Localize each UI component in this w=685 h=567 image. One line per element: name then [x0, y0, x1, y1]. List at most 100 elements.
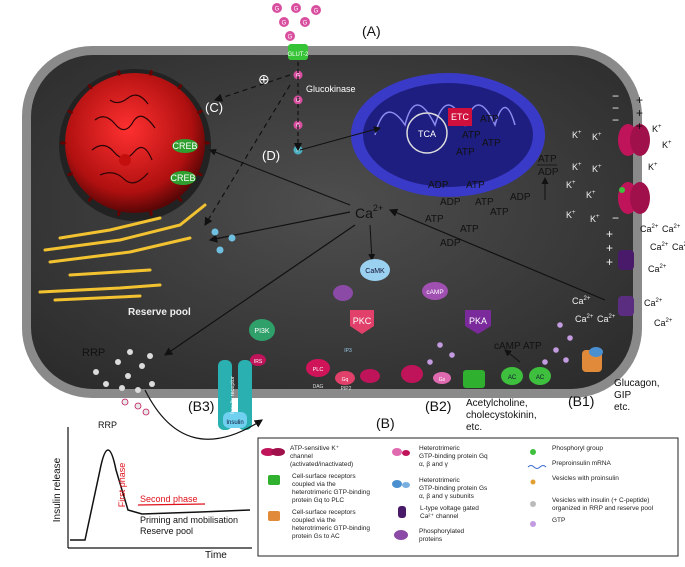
atp-label: ATP	[482, 138, 501, 149]
nuclear-pore	[149, 69, 153, 76]
potassium-ion: K+	[648, 162, 658, 172]
gq-protein-legend-icon	[392, 448, 402, 456]
gtp-molecule	[449, 352, 455, 358]
acetylcholine-line2: cholecystokinin,	[466, 410, 537, 421]
label-B: (B)	[376, 415, 395, 431]
etc-label: ETC	[451, 112, 470, 122]
gtp-molecule	[553, 347, 559, 353]
gq-receptor-dimer	[401, 365, 423, 383]
graph-xlabel: Time	[205, 550, 227, 561]
label-B2: (B2)	[425, 398, 451, 414]
nuclear-pore	[67, 109, 73, 114]
positive-charge: +	[606, 255, 613, 269]
glucose-label: G	[282, 21, 287, 27]
positive-charge: +	[636, 119, 643, 133]
legend: ATP-sensitive K⁺channel(activated/inacti…	[257, 437, 679, 557]
second-phase-line	[137, 503, 206, 506]
katp-legend-icon	[271, 448, 285, 456]
gtp-molecule	[427, 359, 433, 365]
calcium-ion: Ca2+	[572, 296, 591, 306]
calcium-ions: Ca2+Ca2+Ca2+Ca2+Ca2+Ca2+Ca2+Ca2+Ca2+Ca2+	[572, 224, 685, 328]
nuclear-pore	[87, 84, 93, 90]
negative-charge: −	[612, 113, 619, 127]
adp-label: ADP	[440, 238, 461, 249]
insulin-release-graph: Insulin release Time RRP First phase Sec…	[52, 389, 264, 561]
phosphorylated-protein	[333, 285, 353, 301]
insulin-vesicle	[125, 373, 131, 379]
plc-enzyme	[306, 359, 330, 377]
glucose-molecule	[285, 31, 295, 41]
atp-label: ATP	[480, 114, 499, 125]
pka-enzyme	[465, 310, 491, 334]
glucose-molecule	[279, 17, 289, 27]
tca-label: TCA	[418, 129, 436, 139]
gtp-molecule	[557, 322, 563, 328]
glucose-molecule	[272, 3, 282, 13]
gtp-molecule	[563, 357, 569, 363]
nucleus: CREB CREB	[59, 69, 211, 221]
plus-icon: ⊕	[258, 71, 270, 87]
legend-text-mrna: Preproinsulin mRNA	[552, 460, 612, 467]
positive-charge: +	[636, 93, 643, 107]
gq-coupled-receptor	[463, 370, 485, 388]
katp-channel-inactive	[618, 182, 650, 214]
label-C: (C)	[205, 100, 223, 115]
insulin-vesicle	[115, 359, 121, 365]
legend-text-phosphoryl: Phosphoryl group	[552, 445, 603, 452]
pkc-enzyme	[350, 310, 374, 334]
atp-adp-bottom: ADP	[538, 167, 559, 178]
gq-protein-legend-icon	[402, 450, 410, 456]
potassium-ion: K+	[652, 124, 662, 134]
insulin-label: Insulin	[226, 420, 243, 426]
calcium-ion: Ca2+	[575, 314, 594, 324]
positive-charge: +	[606, 241, 613, 255]
potassium-ions: K+K+K+K+K+K+K+K+K+K+K+	[566, 124, 672, 224]
calcium-ion: Ca2+	[662, 224, 681, 234]
potassium-ion: K+	[590, 214, 600, 224]
adenylyl-cyclase-1	[501, 367, 523, 385]
atp-label: ATP	[475, 197, 494, 208]
gs-protein	[433, 372, 451, 384]
insulin-vesicle	[119, 385, 125, 391]
glucose-molecule	[300, 17, 310, 27]
graph-ylabel: Insulin release	[52, 457, 63, 522]
ltype-ca-channel-open	[618, 296, 634, 316]
priming-label-1: Priming and mobilisation	[140, 515, 238, 525]
glucose-label: G	[288, 35, 293, 41]
potassium-ion: K+	[662, 140, 672, 150]
gs-protein-legend-icon	[392, 480, 402, 488]
pip2-label: PIP2	[341, 386, 352, 392]
released-vesicle	[134, 402, 142, 410]
nuclear-pore	[60, 141, 66, 145]
ip3-label: IP3	[344, 348, 352, 354]
acetylcholine-line3: etc.	[466, 422, 482, 433]
glucagon-line1: Glucagon,	[614, 378, 660, 389]
insulin-molecule	[223, 412, 247, 428]
nuclear-pore	[117, 69, 121, 76]
proinsulin-vesicle	[216, 246, 224, 254]
gq-receptor-legend-icon	[268, 475, 280, 485]
insulin-vesicles	[93, 228, 236, 416]
insulin-receptor: Insulin Insulin receptor	[218, 360, 252, 430]
acetylcholine-line1: Acetylcholine,	[466, 398, 528, 409]
legend-text-katp: ATP-sensitive K⁺channel(activated/inacti…	[290, 445, 353, 468]
negative-charge: −	[612, 89, 619, 103]
label-B3: (B3)	[188, 398, 214, 414]
calcium-ion: Ca2+	[644, 298, 663, 308]
proinsulin-vesicle	[228, 234, 236, 242]
calcium-ion: Ca2+	[597, 314, 616, 324]
adp-label: ADP	[428, 180, 449, 191]
negative-charge: −	[612, 101, 619, 115]
camp-label: cAMP	[426, 289, 443, 296]
etc-complex	[448, 108, 472, 126]
dag-label: DAG	[313, 384, 324, 390]
adp-label: ADP	[440, 197, 461, 208]
potassium-ion: K+	[572, 130, 582, 140]
released-vesicle	[142, 408, 150, 416]
glut2-label: GLUT-2	[287, 52, 309, 58]
